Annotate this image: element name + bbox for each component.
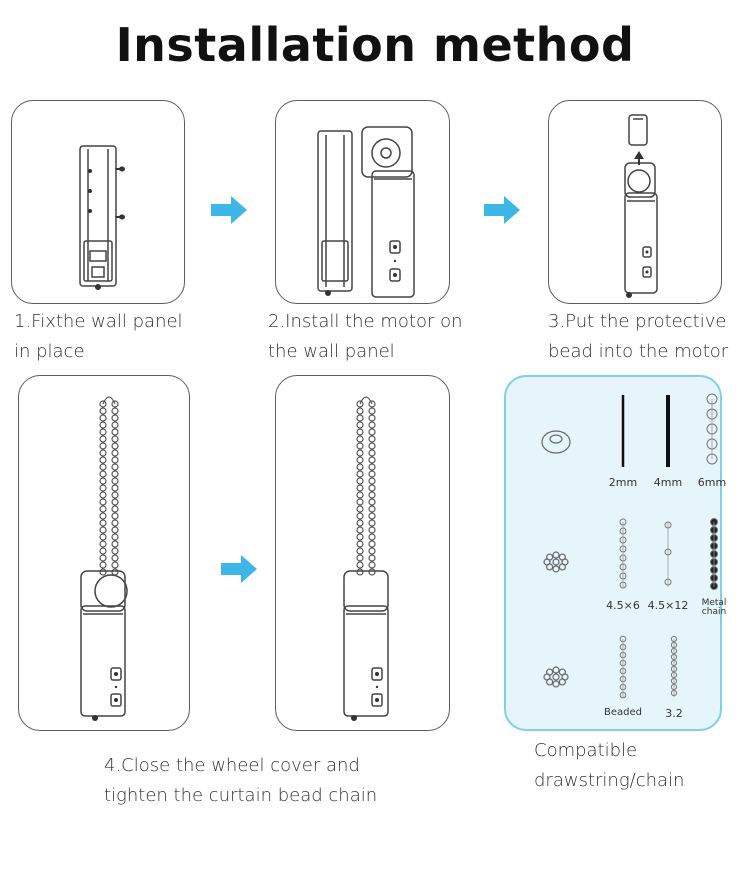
caption-line: 3.Put the protective — [548, 311, 727, 332]
step-1-caption: 1.Fixthe wall panel in place — [14, 307, 183, 367]
caption-line: Compatible — [534, 740, 638, 761]
step-2-panel — [275, 100, 450, 304]
label-line: Metal — [701, 598, 727, 608]
step-1-panel — [11, 100, 185, 304]
pulley-wheel-icon — [543, 666, 569, 688]
caption-line: drawstring/chain — [534, 770, 685, 791]
step-4-caption: 4.Close the wheel cover and tighten the … — [104, 751, 377, 811]
caption-line: 1.Fixthe wall panel — [14, 311, 183, 332]
caption-line: 2.Install the motor on — [268, 311, 463, 332]
caption-line: the wall panel — [268, 341, 395, 362]
pulley-wheel-icon — [541, 430, 571, 454]
right-arrow-icon — [221, 555, 257, 583]
label-line: chain — [701, 607, 727, 617]
label-3-2: 3.2 — [665, 707, 683, 720]
step-2-caption: 2.Install the motor on the wall panel — [268, 307, 463, 367]
page-title: Installation method — [115, 18, 635, 72]
label-metal-chain: Metal chain — [702, 599, 727, 617]
motor-icon — [317, 126, 415, 298]
right-arrow-icon — [484, 196, 520, 224]
motor-icon — [624, 114, 658, 298]
caption-line: in place — [14, 341, 85, 362]
label-4mm: 4mm — [653, 476, 683, 489]
wall-panel-icon — [79, 145, 125, 290]
step-3-panel — [548, 100, 722, 304]
label-beaded: Beaded — [604, 707, 642, 718]
chain-types-illustration — [541, 393, 718, 699]
label-2mm: 2mm — [608, 476, 638, 489]
step-4b-panel — [275, 375, 450, 731]
right-arrow-icon — [211, 196, 247, 224]
label-4-5x6: 4.5×6 — [606, 599, 640, 612]
step-4a-panel — [18, 375, 190, 731]
caption-line: bead into the motor — [548, 341, 729, 362]
step-3-caption: 3.Put the protective bead into the motor — [548, 307, 728, 367]
label-6mm: 6mm — [697, 476, 727, 489]
compatible-chains-panel: 2mm 4mm 6mm 4.5×6 4.5×12 Metal chain Bea… — [504, 375, 726, 731]
compatible-caption: Compatible drawstring/chain — [534, 736, 684, 796]
pulley-wheel-icon — [543, 551, 569, 573]
bead-chain-icon — [80, 396, 128, 721]
caption-line: 4.Close the wheel cover and — [104, 755, 360, 776]
bead-chain-icon — [343, 396, 389, 721]
caption-line: tighten the curtain bead chain — [104, 785, 378, 806]
label-4-5x12: 4.5×12 — [647, 599, 689, 612]
